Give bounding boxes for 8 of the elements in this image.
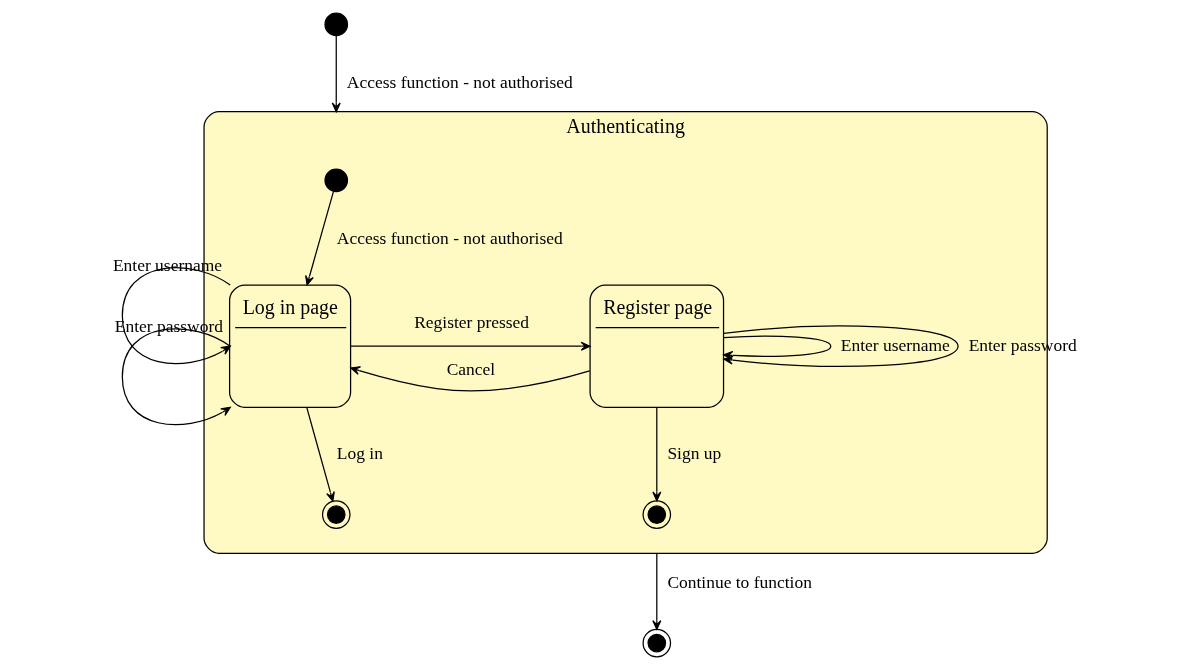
- edge-label: Register pressed: [414, 312, 530, 333]
- edge-label: Continue to function: [667, 571, 812, 592]
- edge-label: Cancel: [446, 358, 496, 379]
- edge-label: Enter username: [840, 335, 950, 356]
- edge-label: Log in: [336, 443, 383, 464]
- edge-label: Sign up: [667, 443, 722, 464]
- edge-label: Access function - not authorised: [346, 71, 573, 92]
- edge-label: Access function - not authorised: [336, 227, 563, 248]
